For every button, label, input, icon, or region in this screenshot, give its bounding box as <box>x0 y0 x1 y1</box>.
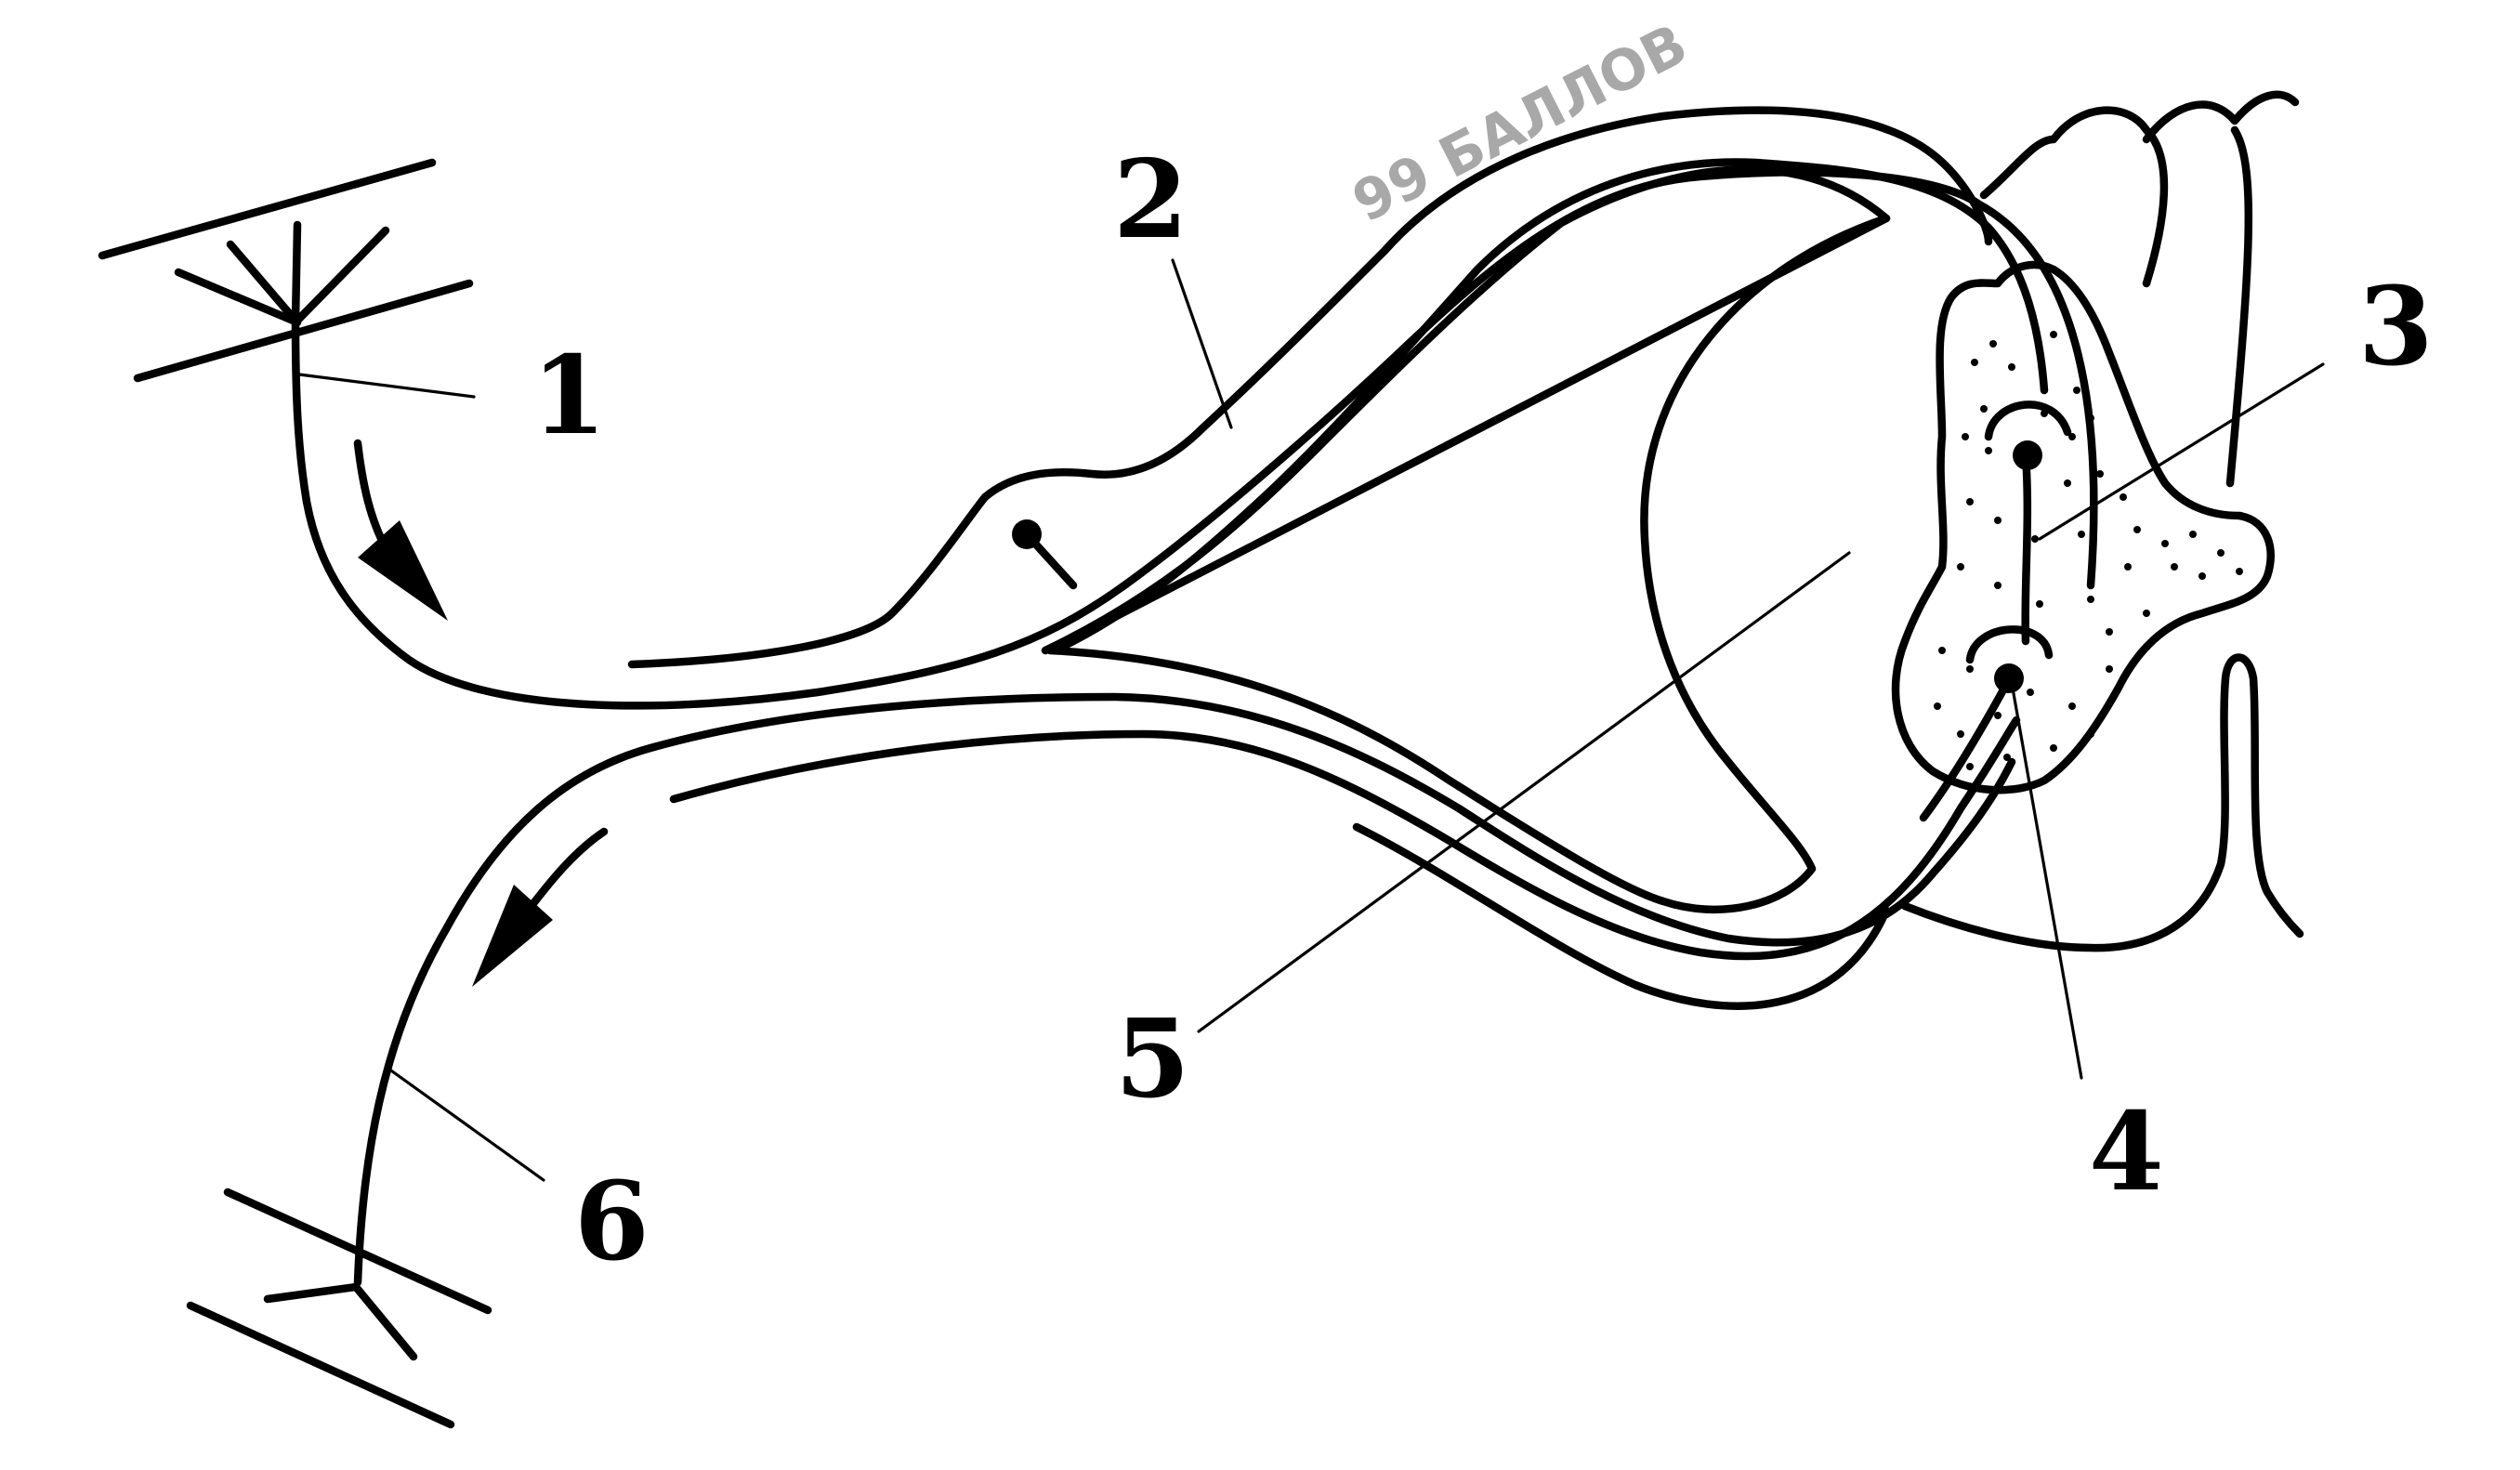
receptor-skin-lines <box>98 158 474 383</box>
motor-fiber-line-c <box>1352 822 1891 1010</box>
impulse-arrow-motor <box>472 827 609 987</box>
spinal-cord-dorsal-horn-right <box>2142 90 2300 488</box>
leader-lines <box>297 258 2325 1182</box>
label-1: 1 <box>532 333 607 459</box>
motor-neuron-axon-start <box>1919 678 2012 822</box>
synapse-upper <box>1984 400 2072 441</box>
label-5: 5 <box>1115 996 1190 1122</box>
spinal-cord-ventral-outline <box>1900 653 2304 952</box>
interneuron <box>1994 440 2042 693</box>
label-3: 3 <box>2358 264 2434 390</box>
label-2: 2 <box>1113 137 1188 263</box>
watermark-text: 99 БАЛЛОВ <box>1343 12 1698 236</box>
impulse-arrow-sensory <box>353 439 448 621</box>
grey-matter-outline <box>1891 260 2275 794</box>
sensory-soma-stub <box>1012 519 1078 590</box>
effector-muscle-lines <box>186 1188 492 1429</box>
motor-fiber-line-b <box>353 692 2016 1287</box>
motor-fiber-line-a <box>669 715 2021 961</box>
sensory-neuron-inner-contour <box>1041 165 1891 655</box>
spinal-ganglion-neuron-body <box>1045 214 1891 914</box>
synapse-lower <box>1965 625 2054 664</box>
label-6: 6 <box>574 1159 650 1285</box>
sensory-neuron-outer-contour <box>291 168 2098 710</box>
label-4: 4 <box>2089 1089 2164 1215</box>
sensory-fiber-line-a <box>627 106 1993 669</box>
spinal-cord-outline <box>1979 106 2169 288</box>
